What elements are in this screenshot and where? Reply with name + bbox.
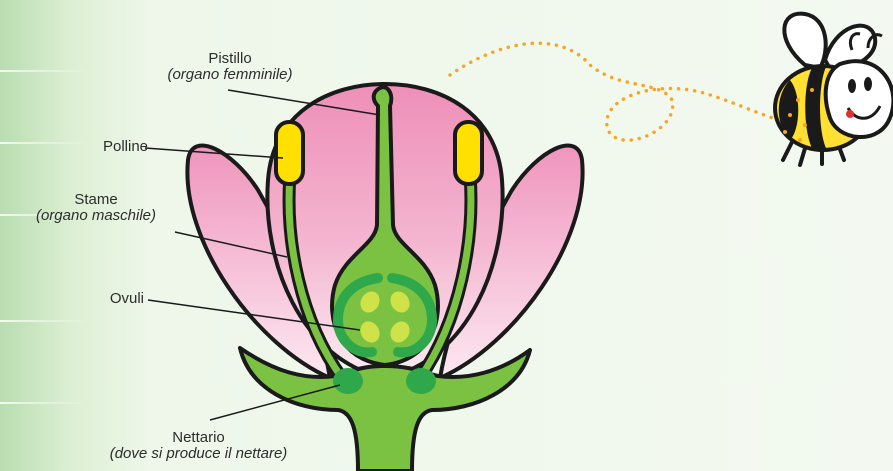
left-anther	[276, 122, 303, 184]
stamen-label-title: Stame	[74, 191, 117, 208]
nectary-label-subtitle: (dove si produce il nettare)	[66, 446, 331, 462]
ovules-label-title: Ovuli	[110, 290, 144, 307]
nectary-left	[333, 368, 363, 394]
bee	[775, 14, 893, 165]
nectary-label: Nettario (dove si produce il nettare)	[66, 430, 331, 462]
nectary-right	[406, 368, 436, 394]
bee-eye	[848, 79, 856, 93]
ovules-label: Ovuli	[82, 291, 144, 307]
pollen-label-title: Polline	[103, 138, 148, 155]
bee-flight-path	[450, 43, 780, 140]
pollen-label: Polline	[68, 139, 148, 155]
pistil-label-title: Pistillo	[208, 50, 251, 67]
pistil-label-subtitle: (organo femminile)	[120, 67, 340, 83]
right-anther	[455, 122, 482, 184]
stamen-label-subtitle: (organo maschile)	[0, 208, 192, 224]
pistil-label: Pistillo (organo femminile)	[120, 51, 340, 83]
bee-wing	[784, 14, 825, 68]
bee-eye	[864, 77, 872, 91]
stamen-label: Stame (organo maschile)	[0, 192, 192, 224]
nectary-label-title: Nettario	[172, 429, 225, 446]
